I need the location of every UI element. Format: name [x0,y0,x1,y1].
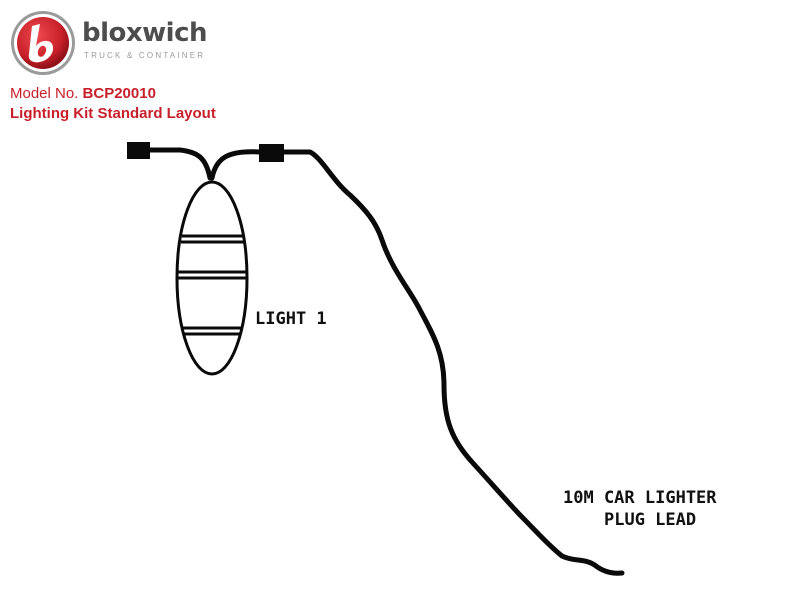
model-number: BCP20010 [82,85,156,102]
light-1 [175,180,249,376]
wire-connector-link [279,149,625,576]
wire-plug-middle [259,144,284,162]
light-1-label: LIGHT 1 [255,309,327,329]
brand-tagline: TRUCK & CONTAINER [84,51,206,60]
lead-label-line2: PLUG LEAD [604,510,697,530]
model-line: Model No. BCP20010 [10,86,156,101]
brand-name: bloxwich [82,18,208,48]
bloxwich-logo [11,11,75,75]
model-prefix: Model No. [10,85,79,102]
lead-label-line1: 10M CAR LIGHTER [563,488,717,508]
wire-left-branch [137,147,213,181]
wire-plug-left [127,142,150,159]
kit-title: Lighting Kit Standard Layout [10,105,216,122]
